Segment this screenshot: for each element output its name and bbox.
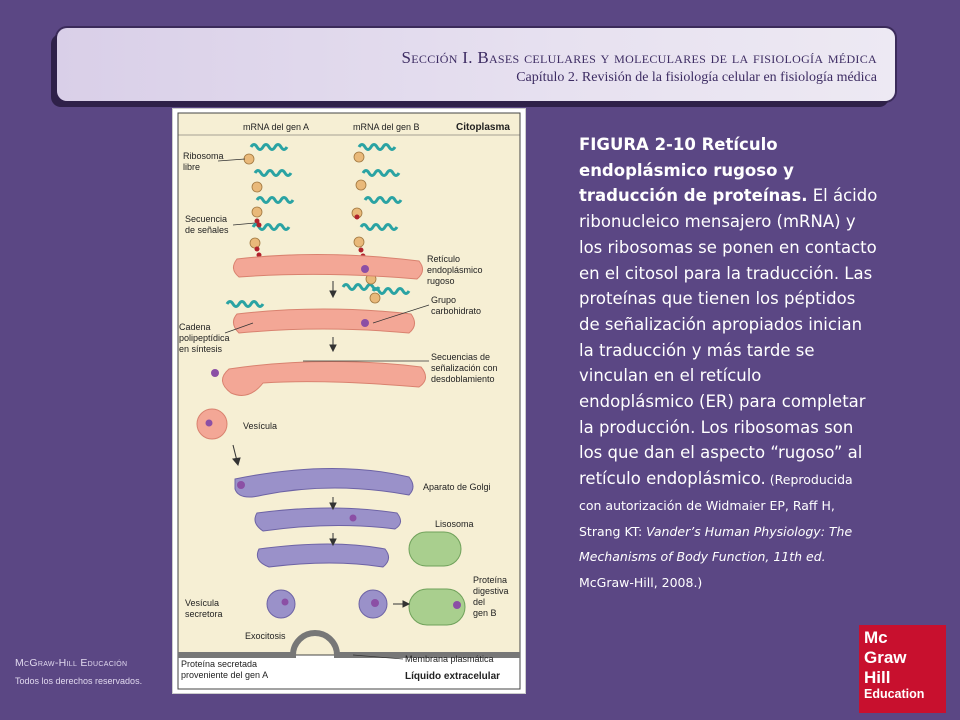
signal-seq-label-2: de señales — [185, 225, 229, 235]
exocytosis-label: Exocitosis — [245, 631, 286, 641]
footer-rights: Todos los derechos reservados. — [15, 676, 143, 686]
polypeptide-label-3: en síntesis — [179, 344, 223, 354]
cleaved-signal-label-3: desdoblamiento — [431, 374, 495, 384]
footer-brand: McGraw-Hill Educación — [15, 657, 128, 669]
logo-line3: Hill — [864, 668, 891, 687]
caption-credit: (Reproducida con autorización de Widmaie… — [579, 472, 853, 539]
flow-arrows — [232, 281, 411, 608]
plasma-membrane-label: Membrana plasmática — [405, 654, 494, 664]
digestive-lysosome — [408, 588, 466, 626]
cytoplasm-area — [177, 112, 521, 690]
cleaved-signal-label: Secuencias de — [431, 352, 490, 362]
free-ribosome-label-2: libre — [183, 162, 200, 172]
digestive-protein-label: Proteína — [473, 575, 507, 585]
figure-panel: mRNA del gen A mRNA del gen B Citoplasma… — [173, 109, 525, 693]
caption-credit-suffix: McGraw-Hill, 2008.) — [579, 574, 703, 590]
golgi — [234, 468, 414, 568]
logo-line4: Education — [864, 687, 925, 701]
cleaved-signal-label-2: señalización con — [431, 363, 498, 373]
extracellular-area — [177, 654, 521, 690]
polypeptide-label-2: polipeptídica — [179, 333, 230, 343]
chapter-subtitle: Capítulo 2. Revisión de la fisiología ce… — [516, 70, 877, 85]
rer-label-3: rugoso — [427, 276, 455, 286]
digestive-protein-label-3: del — [473, 597, 485, 607]
vesicle-label: Vesícula — [243, 421, 277, 431]
ribosomes — [243, 151, 381, 304]
digestive-protein-label-4: gen B — [473, 608, 497, 618]
logo-line1: Mc — [864, 628, 888, 647]
proteins — [205, 265, 461, 609]
secreted-protein-label: Proteína secretada — [181, 659, 257, 669]
carbohydrate-label: Grupo — [431, 295, 456, 305]
logo-line2: Graw — [864, 648, 907, 667]
caption-book-title: Vander’s Human Physiology: The Mechanism… — [579, 523, 853, 565]
plasma-membrane — [178, 630, 520, 658]
rer-label-2: endoplásmico — [427, 265, 483, 275]
lysosome-label: Lisosoma — [435, 519, 474, 529]
rer-label: Retículo — [427, 254, 460, 264]
caption-body: El ácido ribonucleico mensajero (mRNA) y… — [579, 186, 878, 489]
lysosome — [408, 531, 462, 567]
figure-caption: FIGURA 2-10 Retículo endoplásmico rugoso… — [579, 132, 879, 595]
signal-seq-label: Secuencia — [185, 214, 227, 224]
mrna-a-label: mRNA del gen A — [243, 122, 309, 132]
secreted-protein-label-2: proveniente del gen A — [181, 670, 268, 680]
secretory-vesicle-label: Vesícula — [185, 598, 219, 608]
digestive-protein-label-2: digestiva — [473, 586, 509, 596]
free-ribosome-label: Ribosoma — [183, 151, 224, 161]
er-translation-diagram: mRNA del gen A mRNA del gen B Citoplasma… — [177, 112, 521, 690]
mrna-b-label: mRNA del gen B — [353, 122, 420, 132]
carbohydrate-label-2: carbohidrato — [431, 306, 481, 316]
caption-title: FIGURA 2-10 Retículo endoplásmico rugoso… — [579, 135, 808, 206]
rough-er — [222, 253, 426, 396]
extracellular-label: Líquido extracelular — [405, 671, 500, 682]
polypeptide-label: Cadena — [179, 322, 211, 332]
secretory-vesicle-label-2: secretora — [185, 609, 223, 619]
section-title: Sección I. Bases celulares y moleculares… — [401, 48, 877, 67]
secretory-vesicle — [266, 589, 296, 619]
cytoplasm-label: Citoplasma — [456, 122, 510, 133]
golgi-label: Aparato de Golgi — [423, 482, 491, 492]
header-bar: Sección I. Bases celulares y moleculares… — [57, 28, 895, 101]
